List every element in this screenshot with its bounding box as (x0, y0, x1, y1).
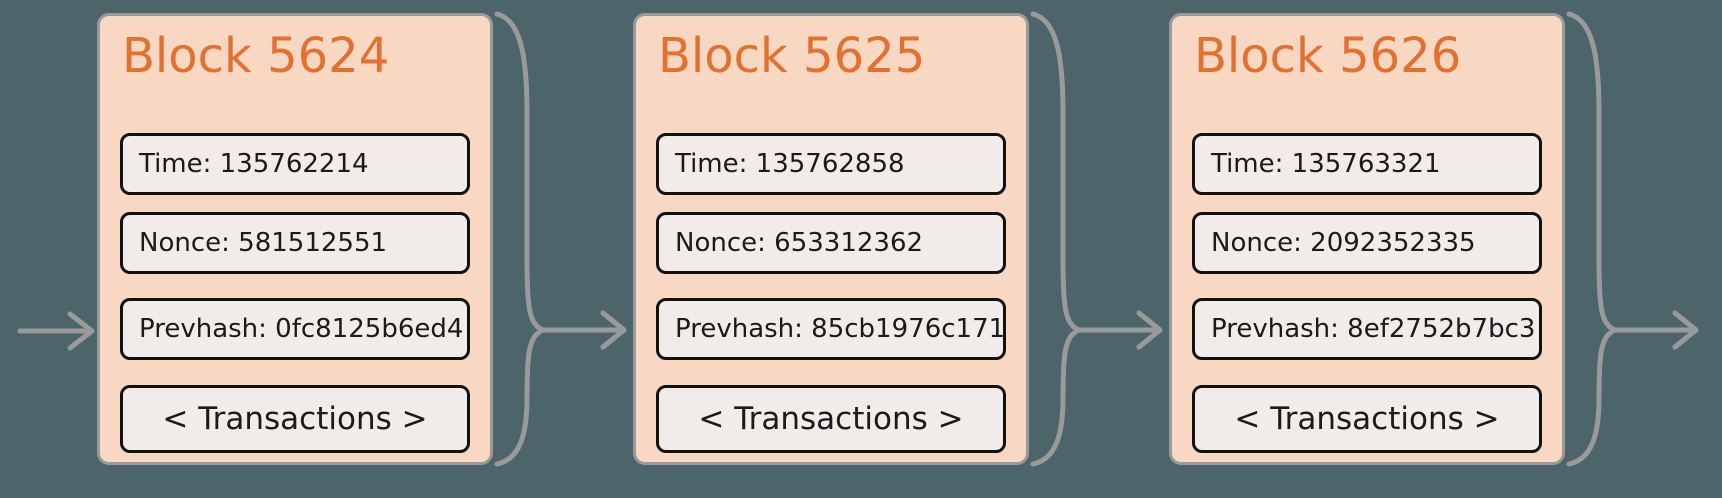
time-field: Time: 135762858 (656, 133, 1006, 195)
block-card-5626: Block 5626 Time: 135763321 Nonce: 209235… (1169, 13, 1565, 465)
time-field: Time: 135763321 (1192, 133, 1542, 195)
arrow-in-icon (17, 311, 95, 351)
nonce-field: Nonce: 653312362 (656, 212, 1006, 274)
block-title: Block 5624 (122, 28, 390, 84)
nonce-field: Nonce: 2092352335 (1192, 212, 1542, 274)
transactions-button[interactable]: < Transactions > (120, 385, 470, 453)
prevhash-field: Prevhash: 8ef2752b7bc3 (1192, 298, 1542, 360)
brace-arrow-2-3-icon (1030, 11, 1163, 467)
time-field: Time: 135762214 (120, 133, 470, 195)
prevhash-field: Prevhash: 85cb1976c171 (656, 298, 1006, 360)
prevhash-field: Prevhash: 0fc8125b6ed4 (120, 298, 470, 360)
block-card-5625: Block 5625 Time: 135762858 Nonce: 653312… (633, 13, 1029, 465)
block-title: Block 5625 (658, 28, 926, 84)
brace-arrow-1-2-icon (494, 11, 627, 467)
transactions-button[interactable]: < Transactions > (656, 385, 1006, 453)
block-title: Block 5626 (1194, 28, 1462, 84)
nonce-field: Nonce: 581512551 (120, 212, 470, 274)
brace-arrow-out-icon (1566, 11, 1699, 467)
block-card-5624: Block 5624 Time: 135762214 Nonce: 581512… (97, 13, 493, 465)
transactions-button[interactable]: < Transactions > (1192, 385, 1542, 453)
